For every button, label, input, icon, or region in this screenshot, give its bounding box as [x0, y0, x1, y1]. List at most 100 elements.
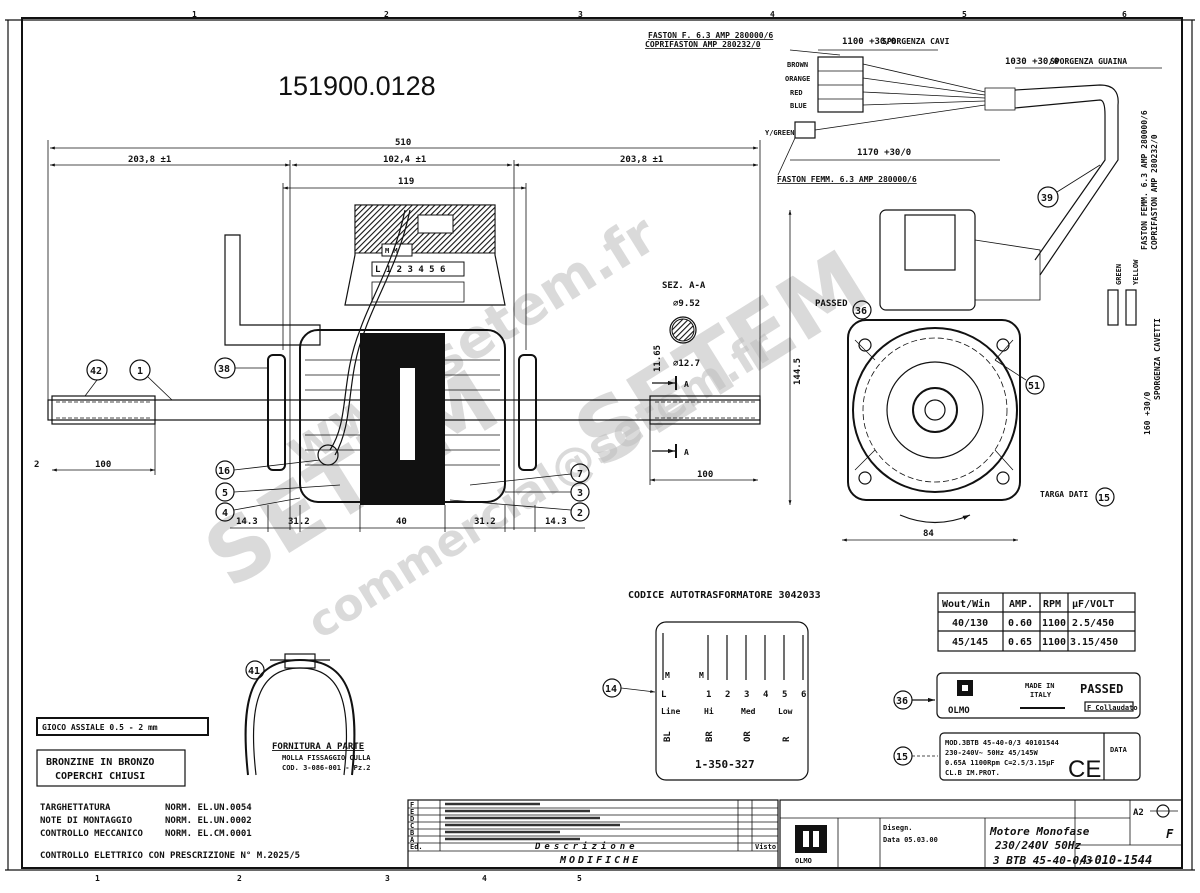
- svg-text:15: 15: [896, 752, 908, 763]
- svg-text:BR: BR: [705, 731, 715, 742]
- callout-15: 15: [1095, 487, 1115, 507]
- svg-text:3: 3: [744, 690, 749, 700]
- svg-text:3.15/450: 3.15/450: [1070, 637, 1118, 648]
- side-view-dimensions: 510 203,8 ±1 102,4 ±1 203,8 ±1 119 100 2…: [34, 138, 761, 532]
- svg-text:MOD.3BTB 45-40-0/3 40101544: MOD.3BTB 45-40-0/3 40101544: [945, 739, 1059, 747]
- dim-overall: 510: [395, 138, 411, 148]
- rubber-ring-left: [267, 354, 286, 471]
- svg-text:Low: Low: [778, 707, 793, 716]
- svg-text:FORNITURA A PARTE: FORNITURA A PARTE: [272, 742, 364, 752]
- svg-text:OR: OR: [743, 731, 753, 742]
- svg-text:31.2: 31.2: [474, 517, 496, 527]
- svg-text:Data 05.03.00: Data 05.03.00: [883, 836, 938, 844]
- svg-text:230/240V 50Hz: 230/240V 50Hz: [994, 839, 1081, 852]
- svg-text:3: 3: [385, 874, 390, 883]
- svg-text:1: 1: [192, 10, 197, 19]
- svg-text:YELLOW: YELLOW: [1132, 259, 1140, 285]
- svg-text:39: 39: [1041, 193, 1053, 204]
- svg-text:RPM: RPM: [1043, 599, 1061, 610]
- callout-36: 36: [852, 300, 872, 320]
- svg-text:MODIFICHE: MODIFICHE: [559, 855, 641, 866]
- svg-text:2.5/450: 2.5/450: [1072, 618, 1114, 629]
- autotransformer-diagram: CODICE AUTOTRASFORMATORE 3042033 M M L 1…: [602, 590, 821, 781]
- wiring-harness: FASTON F. 6.3 AMP 280000/6 COPRIFASTON A…: [645, 31, 1162, 435]
- callout-42: 42: [84, 359, 108, 397]
- svg-text:NORM. EL.UN.0002: NORM. EL.UN.0002: [165, 816, 252, 826]
- svg-text:4: 4: [222, 508, 228, 519]
- svg-text:BROWN: BROWN: [787, 61, 808, 69]
- callout-2: 2: [449, 499, 590, 522]
- drawing-number-title: 151900.0128: [278, 71, 436, 101]
- svg-text:14.3: 14.3: [545, 517, 567, 527]
- callout-41: 41: [245, 660, 265, 680]
- svg-text:1100: 1100: [1042, 637, 1066, 648]
- svg-text:1: 1: [706, 690, 711, 700]
- svg-text:BRONZINE IN BRONZO: BRONZINE IN BRONZO: [46, 757, 154, 768]
- svg-text:4: 4: [770, 10, 775, 19]
- svg-text:PASSED: PASSED: [815, 299, 848, 309]
- svg-text:11.65: 11.65: [653, 345, 663, 372]
- callout-51: 51: [994, 359, 1045, 395]
- svg-text:MOLLA FISSAGGIO CULLA: MOLLA FISSAGGIO CULLA: [282, 754, 371, 762]
- svg-text:5: 5: [577, 874, 582, 883]
- svg-text:FASTON FEMM. 6.3 AMP 280000/6: FASTON FEMM. 6.3 AMP 280000/6: [1140, 110, 1149, 250]
- svg-text:4-010-1544: 4-010-1544: [1080, 853, 1152, 867]
- svg-text:L 1 2 3 4 5 6: L 1 2 3 4 5 6: [375, 265, 445, 275]
- svg-text:42: 42: [90, 366, 102, 377]
- svg-text:1100: 1100: [1042, 618, 1066, 629]
- svg-text:Line: Line: [661, 706, 680, 716]
- svg-text:14.3: 14.3: [236, 517, 258, 527]
- svg-text:A: A: [684, 380, 689, 389]
- svg-text:OLMO: OLMO: [795, 857, 812, 865]
- svg-text:1030 +30/0: 1030 +30/0: [1005, 57, 1059, 67]
- svg-text:NORM. EL.UN.0054: NORM. EL.UN.0054: [165, 803, 252, 813]
- zone-markers-bottom: 1 2 3 4 5: [95, 874, 582, 883]
- svg-text:CONTROLLO ELETTRICO CON PRESCR: CONTROLLO ELETTRICO CON PRESCRIZIONE N° …: [40, 851, 300, 861]
- svg-text:40/130: 40/130: [952, 618, 988, 629]
- svg-text:OLMO: OLMO: [948, 706, 970, 716]
- svg-text:⌀12.7: ⌀12.7: [673, 359, 700, 369]
- callout-15-label: 15: [893, 746, 938, 766]
- svg-text:AMP.: AMP.: [1009, 599, 1033, 610]
- svg-text:D: D: [410, 815, 414, 823]
- svg-text:M M: M M: [385, 247, 398, 255]
- svg-text:7: 7: [577, 469, 583, 480]
- svg-text:14: 14: [605, 684, 617, 695]
- svg-text:GREEN: GREEN: [1115, 264, 1123, 285]
- svg-text:51: 51: [1028, 381, 1040, 392]
- svg-text:SEZ. A-A: SEZ. A-A: [662, 281, 706, 291]
- svg-text:E: E: [410, 808, 414, 816]
- svg-text:Descrizione: Descrizione: [534, 841, 639, 852]
- svg-text:COD. 3-086-001 - Pz.2: COD. 3-086-001 - Pz.2: [282, 764, 371, 772]
- callout-39: 39: [1037, 164, 1101, 208]
- svg-text:1: 1: [137, 366, 143, 377]
- svg-text:144.5: 144.5: [793, 358, 803, 385]
- svg-text:2: 2: [237, 874, 242, 883]
- spring-part: 41 FORNITURA A PARTE MOLLA FISSAGGIO CUL…: [244, 653, 371, 776]
- svg-text:COPRIFASTON AMP 280232/0: COPRIFASTON AMP 280232/0: [645, 40, 761, 49]
- svg-text:0.65: 0.65: [1008, 637, 1032, 648]
- svg-text:Motore Monofase: Motore Monofase: [989, 825, 1090, 838]
- svg-text:SPORGENZA GUAINA: SPORGENZA GUAINA: [1050, 57, 1127, 66]
- svg-text:6: 6: [801, 690, 806, 700]
- svg-text:SPORGENZA CAVETTI: SPORGENZA CAVETTI: [1153, 318, 1162, 400]
- svg-text:M: M: [699, 671, 704, 680]
- revisions-table: F E D C B A Ed. Visto Descrizione MODIFI…: [407, 799, 779, 869]
- svg-text:F: F: [410, 801, 414, 809]
- callout-14: 14: [602, 678, 656, 698]
- svg-text:BL: BL: [663, 731, 673, 742]
- label-data-plate: 15 MOD.3BTB 45-40-0/3 40101544 230-240V~…: [893, 732, 1141, 783]
- svg-text:2: 2: [384, 10, 389, 19]
- notes: GIOCO ASSIALE 0.5 - 2 mm BRONZINE IN BRO…: [36, 717, 300, 861]
- side-view-callouts: 42 1 38 16 5 4 7 3 2: [84, 357, 590, 522]
- svg-text:Med: Med: [741, 707, 756, 716]
- svg-text:4: 4: [763, 690, 769, 700]
- motor-side-view: M M L 1 2 3 4 5 6: [47, 204, 761, 505]
- svg-text:GIOCO ASSIALE 0.5 - 2 mm: GIOCO ASSIALE 0.5 - 2 mm: [42, 723, 158, 732]
- svg-text:µF/VOLT: µF/VOLT: [1072, 599, 1114, 610]
- label-passed: 36 OLMO MADE IN ITALY PASSED F Collaudat…: [893, 672, 1141, 719]
- svg-text:⌀9.52: ⌀9.52: [673, 299, 700, 309]
- svg-text:1: 1: [95, 874, 100, 883]
- svg-text:ITALY: ITALY: [1030, 691, 1052, 699]
